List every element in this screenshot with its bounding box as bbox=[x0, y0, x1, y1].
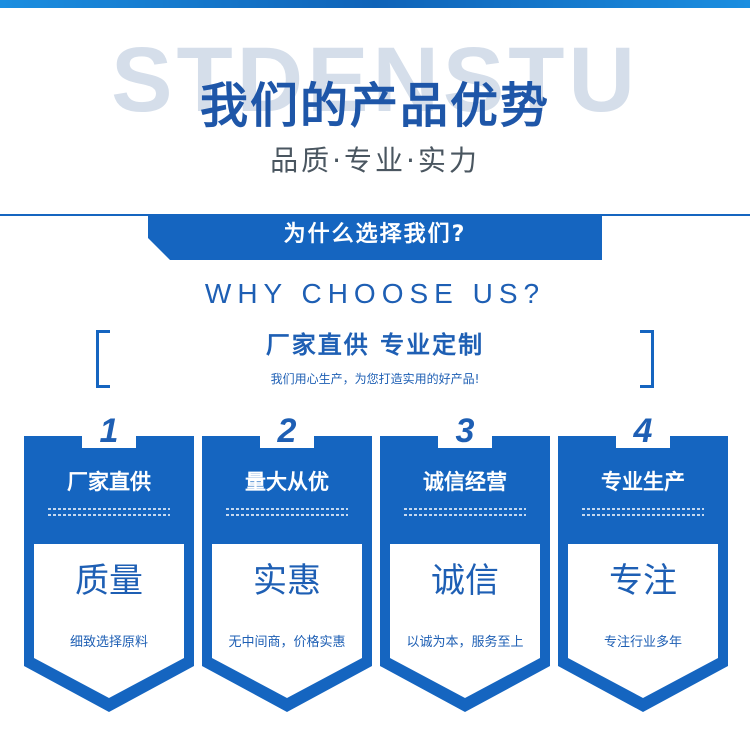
card-fine-print bbox=[404, 508, 526, 524]
card-shape bbox=[202, 436, 372, 712]
card-number-3: 3 bbox=[455, 412, 475, 450]
card-highlight: 诚信 bbox=[431, 561, 499, 601]
card-fine-print bbox=[48, 508, 170, 524]
card-title: 专业生产 bbox=[601, 470, 685, 494]
card-highlight: 实惠 bbox=[253, 561, 321, 601]
card-title: 诚信经营 bbox=[423, 470, 507, 494]
background-watermark: STDENSTU bbox=[111, 29, 639, 131]
card-highlight: 质量 bbox=[75, 561, 143, 601]
advantage-card-3: 诚信经营 诚信 以诚为本，服务至上 bbox=[380, 436, 550, 712]
card-fine-print bbox=[582, 508, 704, 524]
advantage-card-1: 厂家直供 质量 细致选择原料 bbox=[24, 436, 194, 712]
card-number-4: 4 bbox=[633, 412, 653, 450]
factory-direct-title: 厂家直供 专业定制 bbox=[265, 331, 485, 359]
card-description: 细致选择原料 bbox=[69, 635, 148, 650]
card-fine-print bbox=[226, 508, 348, 524]
page-subtitle: 品质·专业·实力 bbox=[270, 144, 480, 177]
top-accent-bar bbox=[0, 0, 750, 8]
advantage-card-2: 量大从优 实惠 无中间商，价格实惠 bbox=[202, 436, 372, 712]
card-title: 厂家直供 bbox=[67, 470, 151, 494]
banner-text: 为什么选择我们? bbox=[283, 222, 467, 247]
card-description: 专注行业多年 bbox=[603, 635, 682, 650]
card-shape bbox=[558, 436, 728, 712]
card-shape bbox=[380, 436, 550, 712]
why-choose-us-heading: WHY CHOOSE US? bbox=[204, 278, 546, 309]
card-description: 无中间商，价格实惠 bbox=[228, 635, 346, 650]
why-choose-banner: 为什么选择我们? bbox=[148, 214, 602, 260]
card-highlight: 专注 bbox=[609, 561, 677, 601]
card-number-2: 2 bbox=[277, 412, 297, 450]
page-title: 我们的产品优势 bbox=[199, 78, 550, 134]
card-description: 以诚为本，服务至上 bbox=[406, 635, 524, 650]
card-title: 量大从优 bbox=[245, 470, 329, 494]
card-shape bbox=[24, 436, 194, 712]
advantage-card-4: 专业生产 专注 专注行业多年 bbox=[558, 436, 728, 712]
factory-direct-subtitle: 我们用心生产，为您打造实用的好产品! bbox=[270, 372, 480, 386]
left-bracket bbox=[96, 330, 110, 388]
card-number-1: 1 bbox=[99, 412, 119, 450]
right-bracket bbox=[640, 330, 654, 388]
banner-shape bbox=[148, 214, 602, 260]
